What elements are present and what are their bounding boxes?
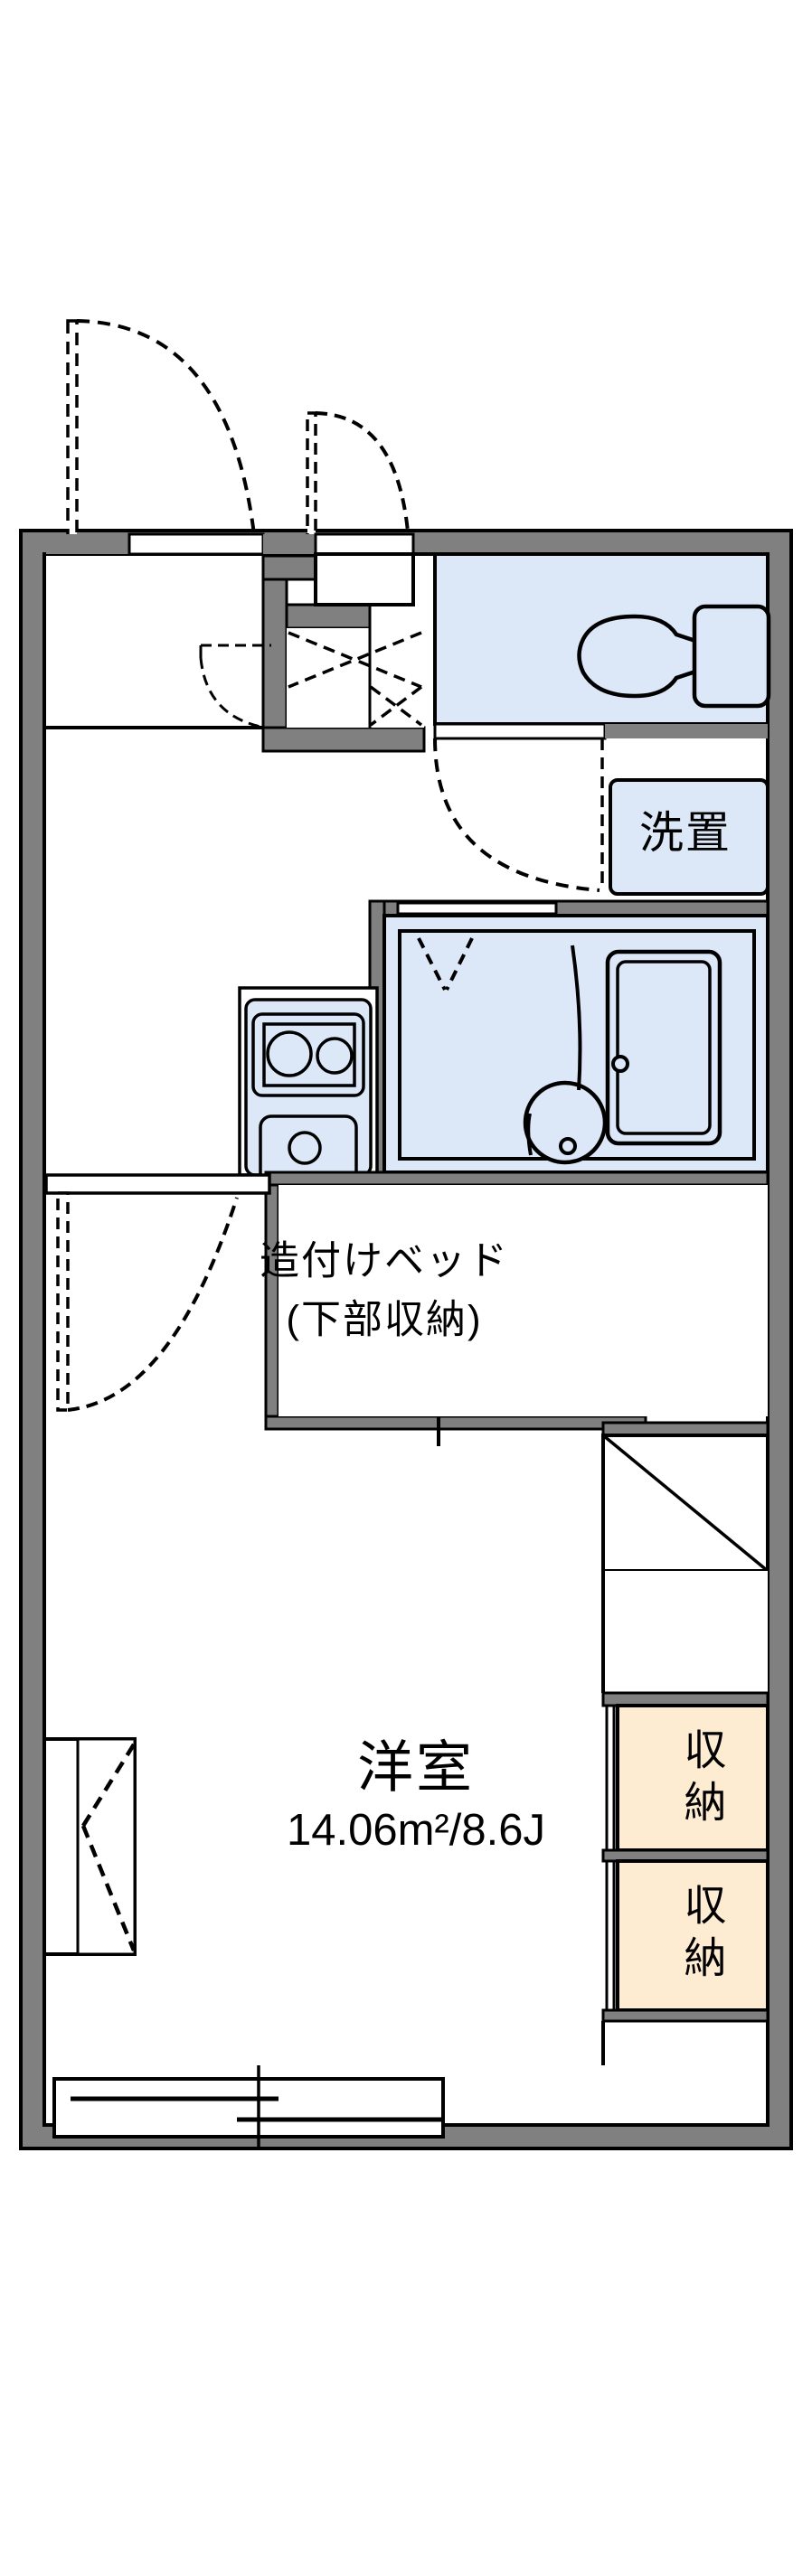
toilet-door-opening[interactable]	[433, 722, 607, 740]
bed-alcove-left-wall	[264, 1183, 280, 1431]
closet-upper-box	[616, 1704, 770, 1852]
bathtub-drain-icon	[611, 1055, 629, 1073]
meter-box-door-leaf[interactable]	[306, 411, 317, 549]
window-left-upper-frame	[44, 1173, 271, 1195]
interior-partitions	[264, 1170, 770, 1446]
entrance-sliding-partition	[288, 631, 422, 689]
balcony-sliding-window[interactable]	[52, 2065, 445, 2149]
window-left-upper-leaf[interactable]	[56, 1191, 70, 1412]
laundry-space-box	[609, 778, 770, 896]
bath-door-opening[interactable]	[396, 901, 558, 916]
entrance-door-opening	[127, 532, 265, 556]
toilet-bottom-wall	[605, 724, 768, 738]
laundry-space: 洗置	[609, 778, 770, 896]
laundry-space-label: 洗置	[639, 809, 732, 858]
main-room-area: 14.06m²/8.6J	[287, 1806, 545, 1855]
entrance-door-swing[interactable]	[46, 319, 265, 556]
washbasin-bowl-icon	[523, 1080, 608, 1165]
entry-passage-wall-bottom	[261, 726, 426, 753]
alcove-diagonal	[601, 1434, 770, 1573]
alcove-lower-gap	[603, 1571, 768, 1693]
corridor-door-swing[interactable]	[433, 738, 604, 892]
entrance-partition-jog	[285, 603, 372, 630]
meter-box-recess	[314, 552, 415, 606]
toilet-tank-icon	[692, 604, 771, 709]
kitchen	[238, 986, 379, 1195]
meter-box-threshold	[263, 534, 316, 554]
upper-alcove	[601, 1421, 770, 1693]
window-left-upper-arc	[67, 1197, 239, 1412]
meter-box-door-arc	[315, 411, 411, 543]
washbasin-drain-icon	[559, 1137, 577, 1155]
main-room-name: 洋室	[357, 1736, 475, 1799]
built-in-bed-label-line2: (下部収納)	[286, 1298, 482, 1342]
entrance-sliding-partition-lower	[369, 685, 423, 727]
closet-upper[interactable]: 収 納	[601, 1691, 770, 1852]
entrance-partition-vertical	[261, 578, 288, 753]
bed-alcove-bottom-wall	[264, 1415, 647, 1431]
alcove-top-wall	[601, 1421, 770, 1437]
entrance-threshold	[46, 534, 129, 554]
closet-upper-label-line2: 納	[685, 1778, 727, 1826]
stove-burner-left-icon	[266, 1030, 313, 1077]
built-in-bed-label-line1: 造付けベッド	[260, 1239, 509, 1283]
kitchen-sink-drain-icon	[288, 1131, 322, 1165]
shoe-box-cabinet	[199, 644, 271, 729]
stove-burner-right-icon	[316, 1037, 354, 1075]
closet-lower[interactable]: 収 納	[601, 1848, 770, 2023]
outer-wall-outer-line	[19, 529, 793, 2150]
closet-upper-label-line1: 収	[685, 1725, 727, 1773]
window-left-lower-swing-marks	[80, 1743, 137, 1951]
bath-counter-divider-left	[526, 1113, 533, 1156]
toilet-bowl-icon	[577, 614, 701, 699]
meter-box-door-swing[interactable]	[263, 411, 415, 606]
entrance-door-leaf[interactable]	[66, 319, 79, 549]
built-in-bed-label-group: 造付けベッド (下部収納)	[260, 1239, 509, 1342]
closet-lower-bottom-wall	[601, 2008, 770, 2023]
main-room-label-group: 洋室 14.06m²/8.6J	[287, 1736, 545, 1855]
meter-box-opening	[314, 532, 415, 556]
bathtub-inner	[616, 960, 712, 1135]
closet-upper-top-wall	[601, 1691, 770, 1707]
toilet-room	[433, 552, 771, 740]
bath-counter-divider-right	[571, 945, 582, 1091]
closet-lower-label-line2: 納	[685, 1933, 727, 1981]
entrance-zone	[46, 554, 426, 753]
bath-door-swing-marks	[417, 937, 474, 991]
corridor-door-arc	[433, 738, 600, 892]
entrance-hall-floor	[46, 556, 263, 728]
window-left-lower-inner	[76, 1737, 137, 1956]
unit-bath	[368, 899, 770, 1174]
balcony-window-opening	[52, 2077, 445, 2139]
built-in-bed-floor	[279, 1185, 768, 1416]
entrance-door-arc	[76, 319, 257, 543]
window-left-upper[interactable]	[44, 1173, 271, 1412]
closet-lower-label-line1: 収	[685, 1881, 727, 1929]
window-left-lower[interactable]	[42, 1737, 137, 1956]
bed-alcove-top-wall	[264, 1170, 770, 1187]
